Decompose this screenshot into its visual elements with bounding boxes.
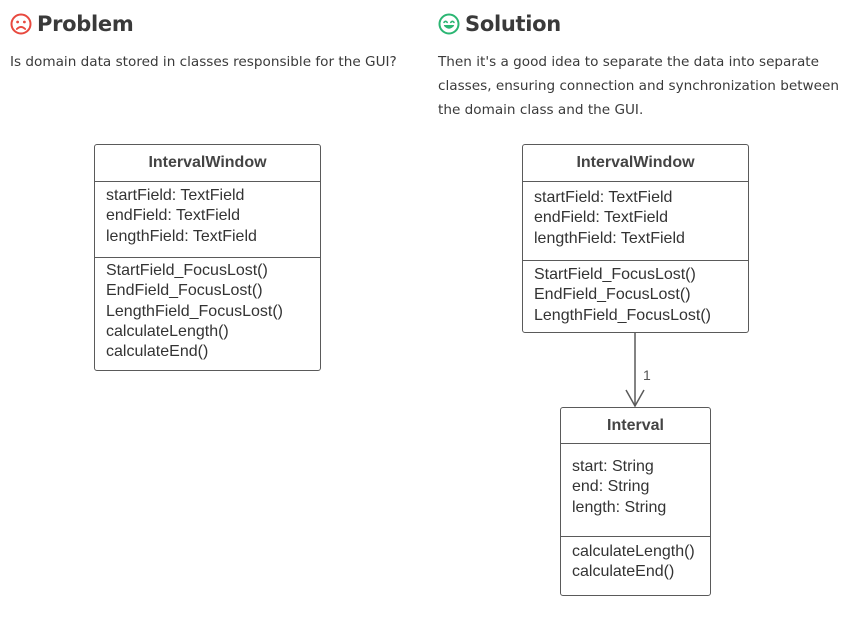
happy-face-icon bbox=[438, 13, 460, 35]
class-box-intervalwindow-problem: IntervalWindow startField: TextField end… bbox=[94, 144, 321, 371]
class-box-intervalwindow-solution: IntervalWindow startField: TextField end… bbox=[522, 144, 749, 333]
class-name: Interval bbox=[561, 408, 710, 444]
attribute: start: String bbox=[572, 458, 654, 475]
problem-title: Problem bbox=[37, 12, 134, 36]
solution-column: Solution Then it's a good idea to separa… bbox=[438, 0, 848, 637]
method: calculateEnd() bbox=[572, 563, 675, 581]
method: LengthField_FocusLost() bbox=[534, 306, 711, 324]
method: EndField_FocusLost() bbox=[534, 286, 691, 304]
problem-heading: Problem bbox=[10, 9, 134, 39]
sad-face-icon bbox=[10, 13, 32, 35]
problem-column: Problem Is domain data stored in classes… bbox=[10, 0, 410, 637]
method: StartField_FocusLost() bbox=[534, 266, 696, 283]
attribute: lengthField: TextField bbox=[534, 229, 685, 247]
method: EndField_FocusLost() bbox=[106, 282, 263, 300]
association-multiplicity: 1 bbox=[643, 367, 651, 383]
solution-title: Solution bbox=[465, 12, 561, 36]
class-attributes: startField: TextField endField: TextFiel… bbox=[523, 182, 748, 261]
class-box-interval: Interval start: String end: String lengt… bbox=[560, 407, 711, 596]
attribute: endField: TextField bbox=[534, 209, 668, 227]
method: StartField_FocusLost() bbox=[106, 262, 268, 279]
class-attributes: startField: TextField endField: TextFiel… bbox=[95, 182, 320, 258]
solution-description: Then it's a good idea to separate the da… bbox=[438, 54, 839, 118]
class-name: IntervalWindow bbox=[523, 145, 748, 182]
class-methods: StartField_FocusLost() EndField_FocusLos… bbox=[95, 258, 320, 362]
method: LengthField_FocusLost() bbox=[106, 302, 283, 320]
attribute: startField: TextField bbox=[106, 187, 245, 204]
problem-description: Is domain data stored in classes respons… bbox=[10, 54, 397, 70]
class-methods: calculateLength() calculateEnd() bbox=[561, 537, 710, 583]
class-methods: StartField_FocusLost() EndField_FocusLos… bbox=[523, 261, 748, 326]
attribute: endField: TextField bbox=[106, 207, 240, 225]
class-name: IntervalWindow bbox=[95, 145, 320, 182]
class-attributes: start: String end: String length: String bbox=[561, 444, 710, 537]
attribute: startField: TextField bbox=[534, 189, 673, 206]
attribute: lengthField: TextField bbox=[106, 227, 257, 245]
method: calculateLength() bbox=[106, 322, 229, 340]
solution-heading: Solution bbox=[438, 9, 561, 39]
method: calculateLength() bbox=[572, 543, 695, 560]
attribute: end: String bbox=[572, 478, 650, 496]
method: calculateEnd() bbox=[106, 343, 209, 361]
attribute: length: String bbox=[572, 498, 667, 516]
